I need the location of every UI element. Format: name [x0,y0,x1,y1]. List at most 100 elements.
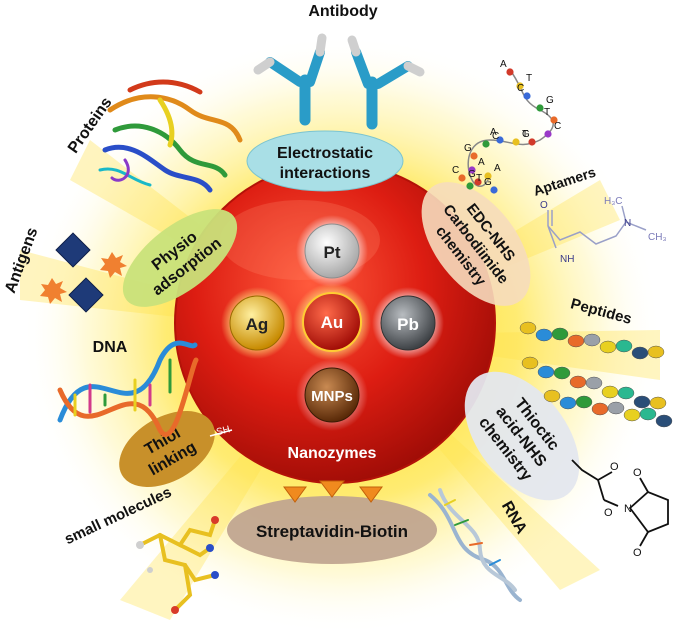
peptide-bead [601,385,619,399]
pb-particle [380,295,436,351]
chem-ch3-label: CH₃ [648,232,667,243]
streptavidin-label: Streptavidin-Biotin [256,522,408,541]
nhs-n: N [624,503,632,515]
aptamer-bead [506,68,514,76]
peptide-bead [607,401,625,415]
aptamer-letter: G [522,129,530,140]
aptamer-letter: T [544,107,550,118]
aptamer-letter: G [484,177,492,188]
orange-arrows [283,480,383,503]
sh-label: SH [215,424,231,438]
aptamer-letter: T [526,73,532,84]
dna-helix-icon [57,340,199,437]
aptamer-letter: C [517,83,524,94]
peptide-bead [519,321,537,335]
nhs-o-1: O [610,461,619,473]
rna-helix-icon [428,488,522,602]
aptamer-bead [536,104,544,112]
thioctic-ellipse [464,371,580,501]
aptamer-bead [482,140,490,148]
peptide-bead [649,396,667,410]
ag-label: Ag [246,315,269,334]
peptide-bead [569,375,587,389]
aptamer-bead [512,138,520,146]
peptide-bead [543,389,561,403]
antibody-icon [253,33,425,130]
chem-o-label: O [540,200,548,211]
peptide-bead [655,414,673,428]
peptide-bead [617,386,635,400]
aptamer-letter: A [490,127,497,138]
peptide-bead [559,396,577,410]
chem-h3c-label: H₃C [604,196,623,207]
electrostatic-ellipse [246,130,404,192]
aptamer-bead [484,172,492,180]
dna-label: DNA [93,339,128,356]
physio-ellipse [122,209,238,307]
chem-n-label: N [624,218,631,229]
electrostatic-line-2: interactions [280,165,371,182]
aptamer-letter: A [500,59,507,70]
au-particle [302,292,362,352]
aptamer-letter: G [468,169,476,180]
ag-particle [229,295,285,351]
nhs-o-3: O [633,467,642,479]
pt-label: Pt [324,243,341,262]
peptide-bead [591,402,609,416]
peptide-bead [633,395,651,409]
thiol-ellipse [119,411,215,487]
protein-ribbon-icon [98,79,243,193]
aptamer-letter: C [452,165,459,176]
aptamer-bead [544,130,552,138]
aptamer-bead [516,82,524,90]
aptamer-letter: T [476,173,482,184]
aptamer-bead [496,136,504,144]
peptide-bead [585,376,603,390]
thioctic-group: Thioctic acid-NHS chemistry [464,371,580,501]
peptide-bead [615,339,633,353]
edc-group: EDC-NHS Carbodiimide chemistry [421,182,531,306]
pt-particle [304,223,360,279]
peptide-bead [535,328,553,342]
peptide-bead [521,356,539,370]
peptide-chain-icons [519,321,673,428]
edc-chemical-structure [547,205,647,249]
peptide-bead [575,395,593,409]
edc-ellipse [421,182,531,306]
aptamer-bead [468,166,476,174]
peptide-bead [551,327,569,341]
aptamer-bead [458,174,466,182]
antibody-label: Antibody [308,3,377,20]
peptide-bead [639,407,657,421]
peptide-bead [631,346,649,360]
peptide-bead [583,333,601,347]
peptide-bead [537,365,555,379]
mnps-particle [304,367,360,423]
aptamer-bead [470,152,478,160]
aptamer-letter: A [494,163,501,174]
aptamer-bead [474,178,482,186]
chem-nh-label: NH [560,254,574,265]
aptamer-bead [466,182,474,190]
aptamer-letter: T [522,129,528,140]
aptamer-bead [550,116,558,124]
nhs-o-2: O [604,507,613,519]
aptamer-bead [490,186,498,194]
electrostatic-line-1: Electrostatic [277,145,373,162]
nhs-o-4: O [633,547,642,559]
nhs-chemical-structure [571,459,669,547]
aptamer-letter: A [478,157,485,168]
peptide-bead [623,408,641,422]
aptamer-letter: C [554,121,561,132]
peptide-bead [599,340,617,354]
nanozymes-title: Nanozymes [288,445,377,462]
mnps-label: MNPs [311,388,353,405]
aptamer-bead [528,138,536,146]
aptamer-bead [523,92,531,100]
peptide-bead [553,366,571,380]
antigen-icons [40,232,127,313]
streptavidin-ellipse [227,496,437,564]
peptide-bead [567,334,585,348]
